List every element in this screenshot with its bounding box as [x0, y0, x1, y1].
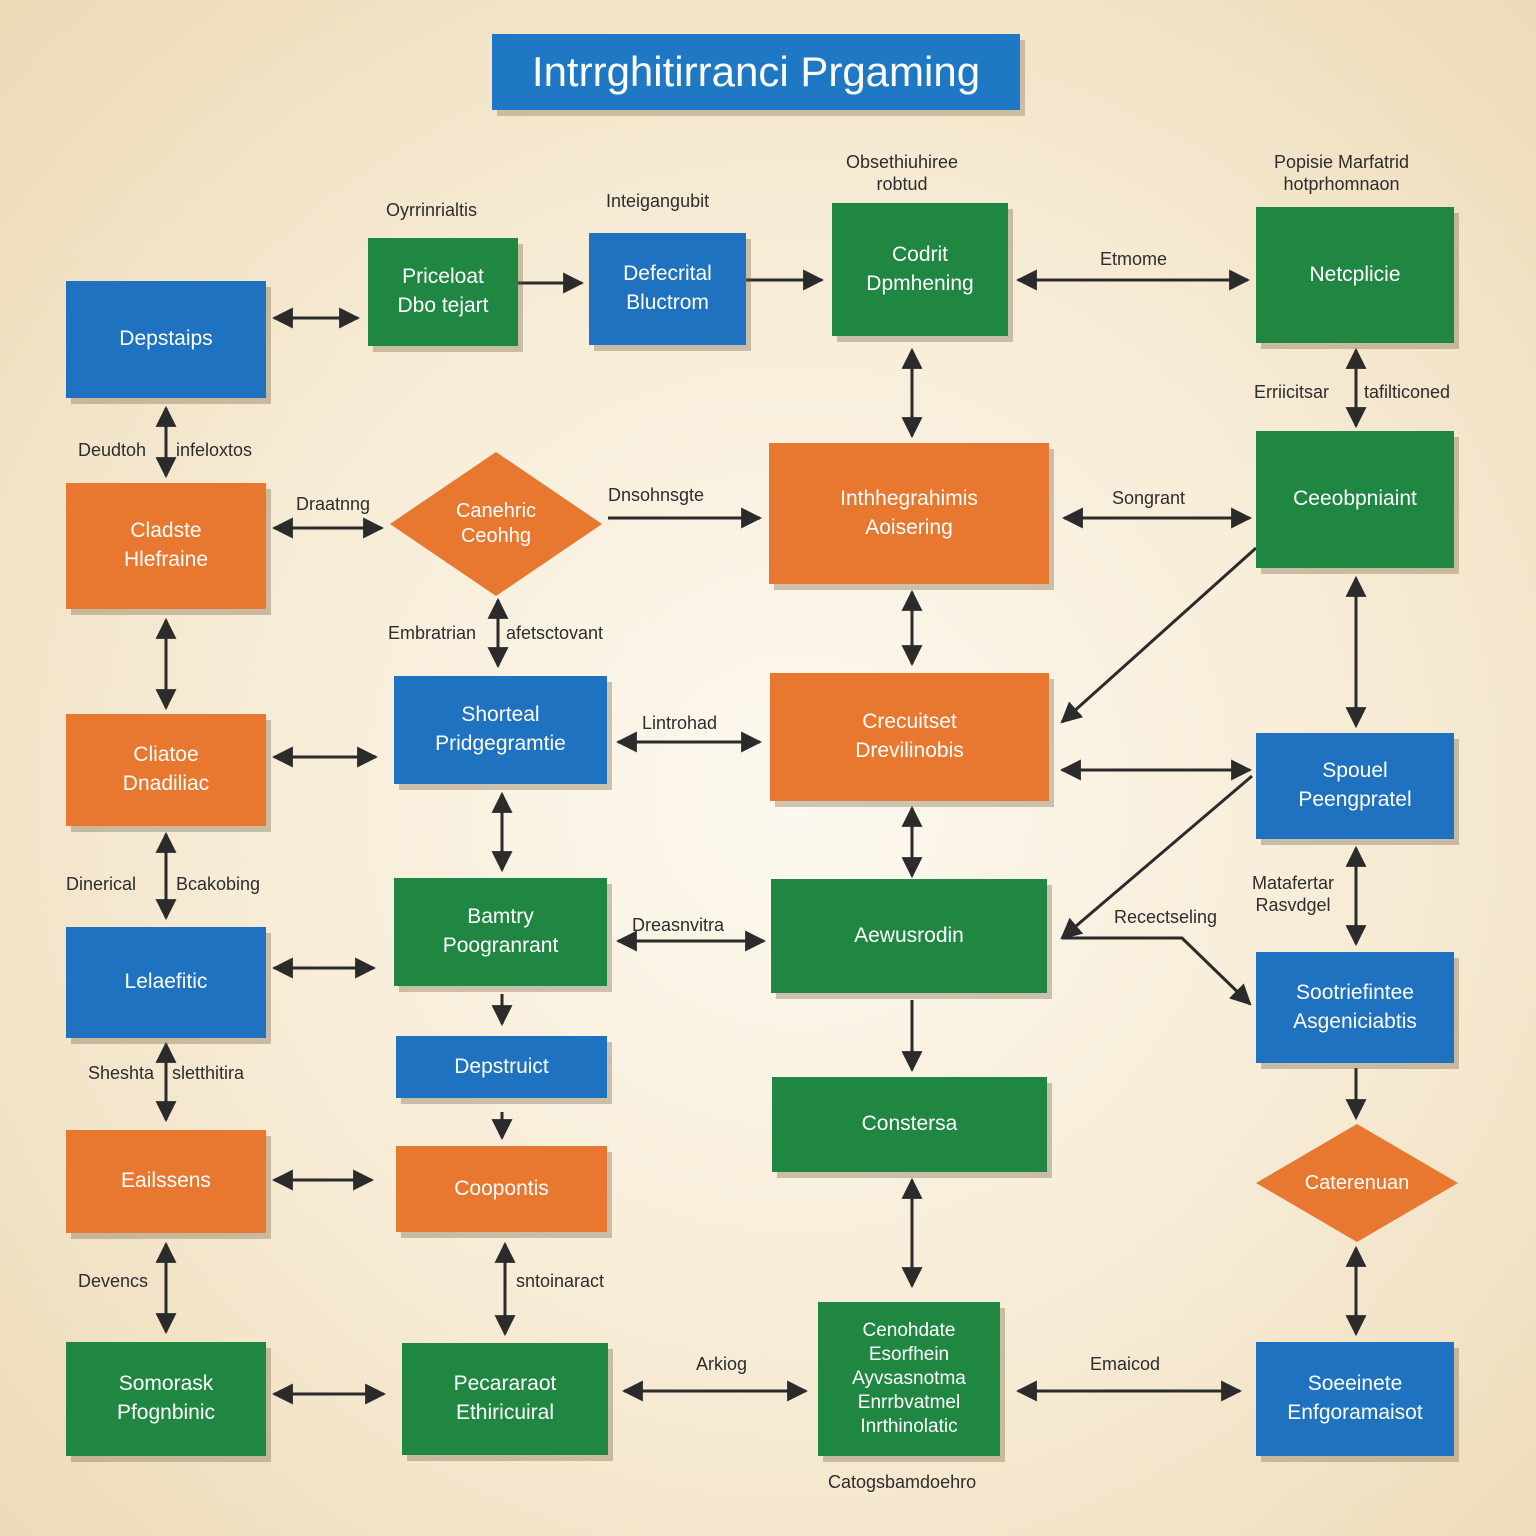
node-ceeobpniaint[interactable]: Ceeobpniaint: [1256, 431, 1454, 568]
node-pecararaot[interactable]: Pecararaot Ethiricuiral: [402, 1343, 608, 1455]
node-defecrital[interactable]: Defecrital Bluctrom: [589, 233, 746, 345]
arrow-ceeobpniaint-crecuitset: [1060, 546, 1258, 724]
edge-label-bcakobing: Bcakobing: [176, 874, 261, 894]
edge-label-popisie: Popisie Marfatrid hotprhomnaon: [1274, 152, 1410, 194]
node-coopontis[interactable]: Coopontis: [396, 1146, 607, 1232]
node-crecuitset[interactable]: Crecuitset Drevilinobis: [770, 673, 1049, 801]
edge-label-catogsbamdoehro: Catogsbamdoehro: [828, 1472, 977, 1492]
edge-label-sntoinaract: sntoinaract: [516, 1271, 605, 1291]
node-shorteal[interactable]: Shorteal Pridgegramtie: [394, 676, 607, 784]
edge-label-songrant: Songrant: [1112, 488, 1186, 508]
edge-label-embratrian: Embratrian: [388, 623, 477, 643]
edge-label-obsethiuhiree: Obsethiuhiree robtud: [846, 152, 959, 194]
edge-label-lintrohad: Lintrohad: [642, 713, 718, 733]
canehric-label: Canehric Ceohhg: [455, 500, 537, 547]
node-spouel[interactable]: Spouel Peengpratel: [1256, 733, 1454, 839]
node-cenohdate[interactable]: Cenohdate Esorfhein Ayvsasnotma Enrrbvat…: [818, 1302, 1000, 1456]
edge-label-matafertar: Matafertar Rasvdgel: [1252, 873, 1335, 915]
node-constersa[interactable]: Constersa: [772, 1077, 1047, 1172]
edge-label-etmome: Etmome: [1100, 249, 1168, 269]
edge-label-tafilticoned: tafilticoned: [1364, 382, 1451, 402]
node-codrit[interactable]: Codrit Dpmhening: [832, 203, 1008, 336]
arrow-aewusrodin-sootriefintee: [1062, 936, 1252, 1006]
edge-label-sheshta: Sheshta: [88, 1063, 155, 1083]
node-soeeinete[interactable]: Soeeinete Enfgoramaisot: [1256, 1342, 1454, 1456]
edge-label-dreasnvitra: Dreasnvitra: [632, 915, 725, 935]
node-bamtry[interactable]: Bamtry Poogranrant: [394, 878, 607, 986]
node-caterenuan[interactable]: Caterenuan: [1256, 1124, 1458, 1242]
canehric-diamond-shape: [390, 452, 602, 596]
node-inthermatrahimis[interactable]: Inthhegrahimis Aoisering: [769, 443, 1049, 584]
edge-label-erriicitsar: Erriicitsar: [1254, 382, 1329, 402]
node-cladste[interactable]: Cladste Hlefraine: [66, 483, 266, 609]
node-depstaips[interactable]: Depstaips: [66, 281, 266, 398]
edge-label-dnsohnsgte: Dnsohnsgte: [608, 485, 705, 505]
edge-label-draatnng: Draatnng: [296, 494, 371, 514]
caterenuan-label: Caterenuan: [1304, 1171, 1410, 1194]
edge-label-inteigangubit: Inteigangubit: [606, 191, 710, 211]
arrow-spouel-aewusrodin: [1060, 774, 1253, 940]
node-somorask[interactable]: Somorask Pfognbinic: [66, 1342, 266, 1456]
node-depstruict[interactable]: Depstruict: [396, 1036, 607, 1098]
node-eailssens[interactable]: Eailssens: [66, 1130, 266, 1233]
edge-label-arkiog: Arkiog: [696, 1354, 748, 1374]
edge-label-oyrrinrialtis: Oyrrinrialtis: [386, 200, 478, 220]
edge-label-recectseling: Recectseling: [1114, 907, 1218, 927]
edge-label-infeloxtos: infeloxtos: [176, 440, 253, 460]
node-netcplicie[interactable]: Netcplicie: [1256, 207, 1454, 343]
edge-label-dinerical: Dinerical: [66, 874, 137, 894]
edge-label-emaicod: Emaicod: [1090, 1354, 1161, 1374]
node-priceloat[interactable]: Priceloat Dbo tejart: [368, 238, 518, 346]
node-aewusrodin[interactable]: Aewusrodin: [771, 879, 1047, 993]
node-lelaefitic[interactable]: Lelaefitic: [66, 927, 266, 1038]
caterenuan-diamond-shape: [1256, 1124, 1458, 1242]
node-cliatoe[interactable]: Cliatoe Dnadiliac: [66, 714, 266, 826]
edge-label-deudtoh: Deudtoh: [78, 440, 147, 460]
edge-label-sletthitira: sletthitira: [172, 1063, 245, 1083]
edge-label-afetsctovant: afetsctovant: [506, 623, 604, 643]
node-canehric[interactable]: Canehric Ceohhg: [390, 452, 602, 596]
node-sootriefintee[interactable]: Sootriefintee Asgeniciabtis: [1256, 952, 1454, 1063]
diagram-title: Intrrghitirranci Prgaming: [492, 34, 1020, 110]
edge-label-devencs: Devencs: [78, 1271, 149, 1291]
